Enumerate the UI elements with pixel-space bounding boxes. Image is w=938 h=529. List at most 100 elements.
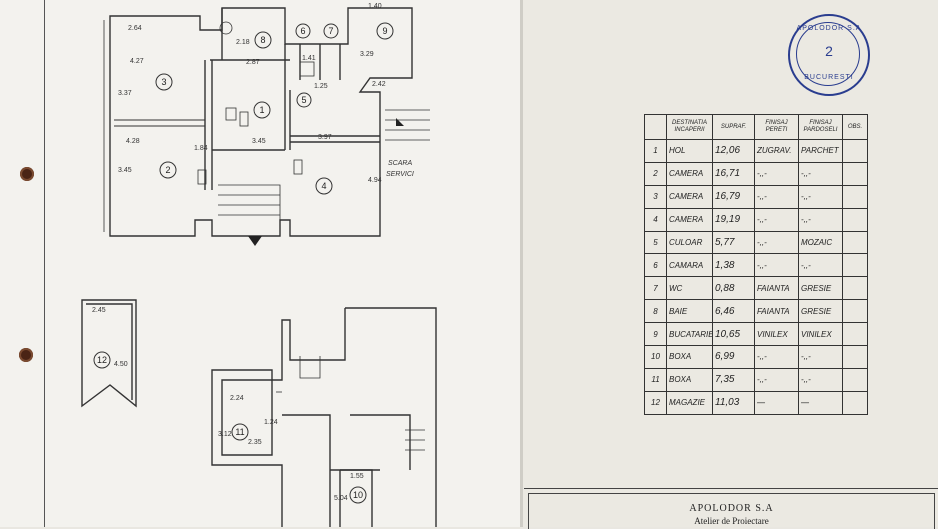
room-name-cell: HOL [666,139,713,163]
room-label-12: 12 [97,355,107,365]
dimension-text: 1.40 [368,3,382,10]
dimension-text: 2.24 [230,395,244,402]
obs-cell [842,139,868,163]
room-name-cell: CAMARA [666,253,713,278]
dimension-text: 2.45 [92,307,106,314]
dimension-text: 3.37 [118,90,132,97]
room-area-cell: 6,99 [712,345,755,369]
dimension-text: 4.94 [368,177,382,184]
title-company: APOLODOR S.A [689,503,774,514]
dimension-text: 4.27 [130,58,144,65]
room-nr-cell: 8 [644,299,667,324]
page-fold [520,0,523,527]
room-name-cell: CAMERA [666,207,713,232]
wall-finish-cell: -,,- [754,345,799,369]
room-nr-cell: 9 [644,322,667,347]
room-label-2: 2 [165,165,170,175]
obs-cell [842,253,868,278]
stair-label: SCARA SERVICI [386,160,414,178]
wall-finish-cell: -,,- [754,367,799,392]
stair-label-line2: SERVICI [386,171,414,178]
dimension-text: 2.42 [372,81,386,88]
binding-margin-line [44,0,45,527]
room-schedule-table: DESTINATIA INCAPERII SUPRAF. FINISAJ PER… [644,114,868,415]
floor-finish-cell: MOZAIC [798,230,843,255]
obs-cell [842,184,868,209]
floor-finish-cell: — [798,390,843,415]
punch-hole [19,348,33,362]
room-area-cell: 16,71 [712,161,755,186]
stamp-bottom-text: BUCURESTI [804,74,854,81]
upper-floor-plan [103,7,430,246]
header-destination: DESTINATIA INCAPERII [666,114,713,140]
dimension-text: 3.29 [360,51,374,58]
dimension-text: 2.18 [236,39,250,46]
room-name-cell: BAIE [666,299,713,324]
room-label-7: 7 [328,26,333,36]
stamp-top-text: APOLODOR S.A [796,25,862,32]
room-area-cell: 12,06 [712,139,755,163]
wall-finish-cell: ZUGRAV. [754,139,799,163]
floor-finish-cell: VINILEX [798,322,843,347]
room-label-6: 6 [300,26,305,36]
header-floor-finish: FINISAJ PARDOSELI [798,114,843,140]
floor-finish-cell: -,,- [798,367,843,392]
stamp-inner-ring [796,22,860,86]
room-nr-cell: 7 [644,276,667,301]
room-name-cell: BOXA [666,367,713,392]
floor-finish-cell: -,,- [798,184,843,209]
room-nr-cell: 11 [644,367,667,392]
wall-finish-cell: VINILEX [754,322,799,347]
obs-cell [842,367,868,392]
header-obs: OBS. [842,114,868,140]
floor-finish-cell: -,,- [798,253,843,278]
dimension-labels: 2.64 4.27 3.37 2.18 2.87 1.41 1.25 3.29 … [92,3,386,502]
wall-finish-cell: FAIANTA [754,276,799,301]
room-label-9: 9 [382,26,387,36]
room-area-cell: 10,65 [712,322,755,347]
dimension-text: 2.35 [248,439,262,446]
title-block-frame: APOLODOR S.A Atelier de Proiectare [528,493,935,529]
obs-cell [842,345,868,369]
room-nr-cell: 5 [644,230,667,255]
floor-finish-cell: -,,- [798,207,843,232]
storage-room-12-plan [81,299,137,408]
wall-finish-cell: -,,- [754,253,799,278]
room-nr-cell: 1 [644,139,667,163]
obs-cell [842,390,868,415]
stair-label-line1: SCARA [388,160,412,167]
obs-cell [842,230,868,255]
floor-finish-cell: -,,- [798,161,843,186]
room-area-cell: 5,77 [712,230,755,255]
title-department: Atelier de Proiectare [694,516,769,526]
wall-finish-cell: -,,- [754,161,799,186]
floor-finish-cell: GRESIE [798,299,843,324]
header-nr [644,114,667,140]
dimension-text: 4.28 [126,138,140,145]
room-label-5: 5 [301,95,306,105]
floor-plan-drawing: 1 2 3 4 5 6 7 8 9 10 11 12 2.64 4.27 3.3… [81,3,437,527]
room-nr-cell: 10 [644,345,667,369]
plan-sheet [0,0,522,527]
dimension-text: 2.87 [246,59,260,66]
dimension-text: 3.97 [318,134,332,141]
dimension-text: 1.55 [350,473,364,480]
obs-cell [842,207,868,232]
header-area: SUPRAF. [712,114,755,140]
dimension-text: 1.84 [194,145,208,152]
room-name-cell: BUCATARIE [666,322,713,347]
room-label-8: 8 [260,35,265,45]
room-label-11: 11 [235,427,244,437]
wall-finish-cell: — [754,390,799,415]
room-number-labels: 1 2 3 4 5 6 7 8 9 10 11 12 [97,26,388,500]
wall-finish-cell: -,,- [754,184,799,209]
room-label-4: 4 [321,181,326,191]
stamp-number: 2 [825,43,833,59]
